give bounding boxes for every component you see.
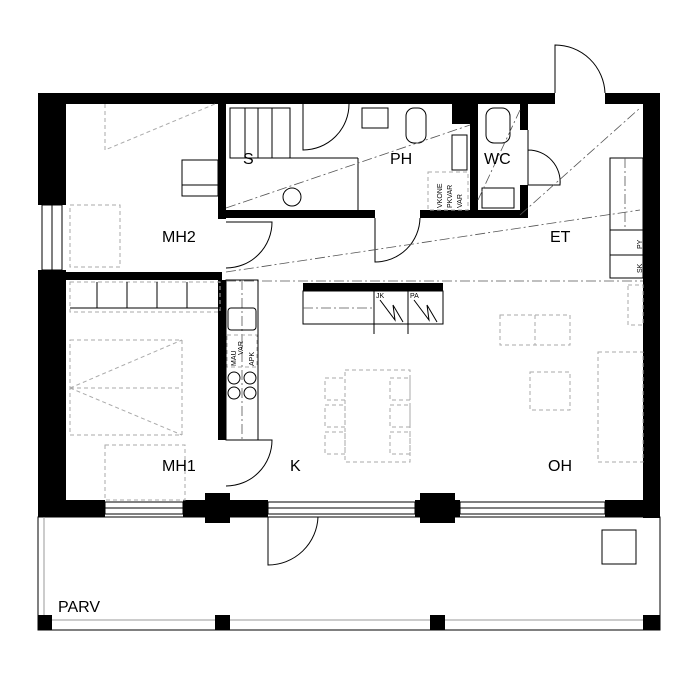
balcony xyxy=(37,516,661,631)
fixture-label-var-k: VAR xyxy=(238,341,245,355)
room-label-ph: PH xyxy=(390,151,412,168)
fixture-label-jk: JK xyxy=(376,293,385,300)
room-label-wc: WC xyxy=(484,151,511,168)
room-label-mh2: MH2 xyxy=(162,229,196,246)
windows xyxy=(41,204,606,515)
bathroom-fixtures xyxy=(225,107,521,211)
fixture-label-var-ph: VAR xyxy=(457,194,464,208)
room-label-oh: OH xyxy=(548,458,572,475)
doors xyxy=(225,44,606,566)
room-label-et: ET xyxy=(550,229,571,246)
furniture xyxy=(69,103,644,501)
fixture-label-py: PY xyxy=(637,239,644,249)
room-label-k: K xyxy=(290,458,301,475)
fixture-label-vkone: VKONE xyxy=(437,183,444,208)
fixture-label-sk: SK xyxy=(637,263,644,273)
fixture-label-pkvar: PKVAR xyxy=(447,185,454,208)
room-label-s: S xyxy=(243,151,254,168)
kitchen xyxy=(225,279,444,441)
room-label-mh1: MH1 xyxy=(162,458,196,475)
sauna-benches xyxy=(229,107,359,210)
fixture-label-apk: APK xyxy=(249,352,256,366)
fixture-label-mau: MAU xyxy=(231,350,238,366)
room-label-parv: PARV xyxy=(58,599,100,616)
outer-walls xyxy=(38,93,660,523)
interior-walls xyxy=(66,104,528,440)
fixture-label-pa: PA xyxy=(410,293,419,300)
